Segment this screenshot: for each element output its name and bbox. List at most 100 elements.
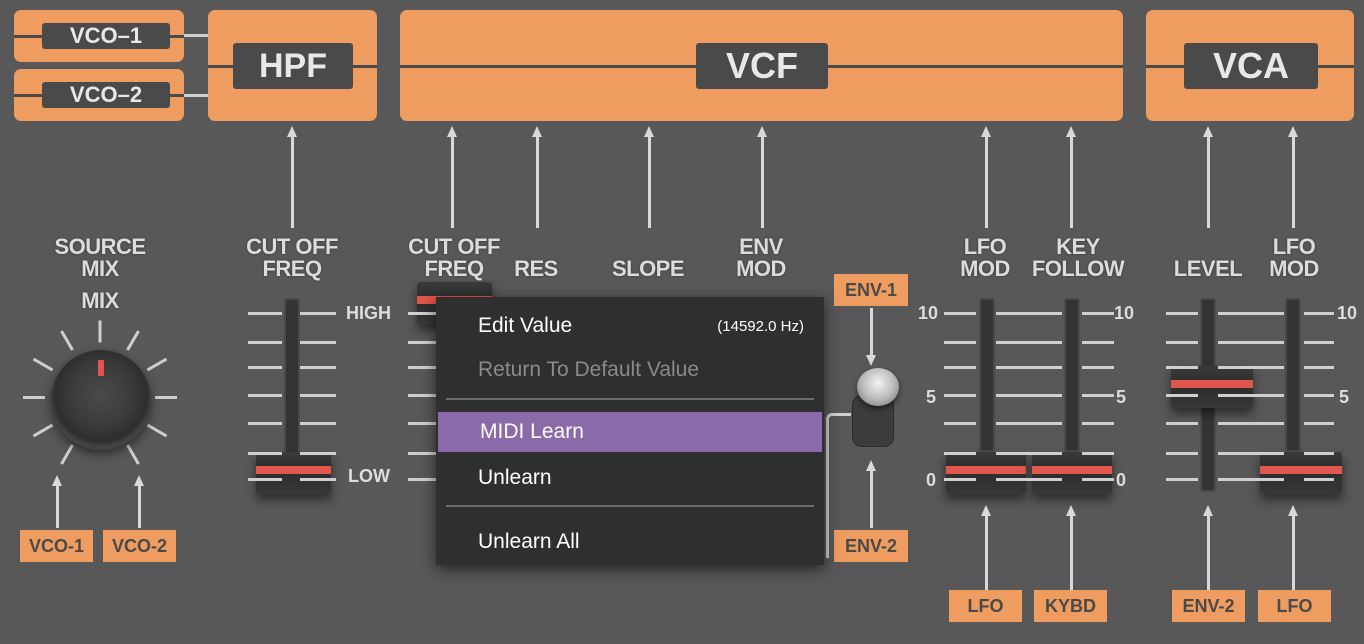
menu-item-label: MIDI Learn (480, 420, 584, 443)
scale-tick (1166, 422, 1198, 425)
source-vco2-badge: VCO-2 (103, 530, 176, 562)
scale-tick (996, 312, 1062, 315)
scale-tick (1166, 394, 1198, 397)
vcf-tag: VCF (696, 43, 828, 89)
vcf-res-label: RES (514, 256, 558, 281)
scale-tick (408, 422, 436, 425)
scale-tick (408, 478, 436, 481)
vca-level-slider[interactable] (1171, 366, 1253, 408)
vcf-key-follow-slider[interactable] (1032, 452, 1112, 494)
scale-tick (1218, 452, 1284, 455)
scale-tick (996, 341, 1062, 344)
context-menu: Edit Value (14592.0 Hz) Return To Defaul… (436, 297, 824, 565)
menu-item-label: Unlearn (478, 466, 552, 489)
knob-indicator (98, 360, 104, 376)
scale-tick (1304, 394, 1334, 397)
arrow-up-icon (134, 475, 144, 528)
scale-tick (1082, 366, 1114, 369)
scale-tick (944, 422, 976, 425)
hpf-tag: HPF (233, 43, 353, 89)
knob-tick (32, 357, 54, 372)
scale-10-left: 10 (918, 303, 939, 323)
arrow-up-icon (981, 126, 991, 228)
scale-tick (1082, 478, 1114, 481)
menu-separator (446, 505, 814, 507)
arrow-up-icon (287, 126, 297, 228)
scale-tick (408, 366, 436, 369)
vcf-lfo-mod-slider[interactable] (946, 452, 1026, 494)
scale-tick (996, 452, 1062, 455)
arrow-up-icon (644, 126, 654, 228)
scale-tick (944, 366, 976, 369)
scale-tick (408, 394, 436, 397)
scale-tick (1082, 452, 1114, 455)
current-value: (14592.0 Hz) (717, 317, 804, 335)
env2-source-badge: ENV-2 (1172, 590, 1245, 622)
env1-badge: ENV-1 (834, 274, 908, 306)
scale-tick (248, 341, 282, 344)
vca-scale-5: 5 (1339, 387, 1350, 407)
vco1-tag: VCO–1 (42, 23, 170, 49)
menu-item-label: Unlearn All (478, 530, 580, 553)
scale-tick (248, 478, 282, 481)
scale-tick (1082, 394, 1114, 397)
menu-item-unlearn[interactable]: Unlearn (436, 458, 824, 498)
scale-tick (1082, 341, 1114, 344)
hpf-panel: HPF (208, 10, 377, 121)
scale-5-left: 5 (926, 387, 937, 407)
scale-tick (1166, 312, 1198, 315)
arrow-up-icon (1203, 505, 1213, 590)
scale-tick (1166, 452, 1198, 455)
scale-tick (300, 452, 336, 455)
scale-0-right: 0 (1116, 470, 1127, 490)
scale-tick (996, 478, 1062, 481)
kybd-source-badge: KYBD (1034, 590, 1107, 622)
vca-lfo-mod-slider[interactable] (1260, 452, 1342, 494)
vcf-lfo-mod-track (979, 298, 995, 452)
scale-tick (300, 478, 336, 481)
mix-knob-label: MIX (81, 288, 119, 313)
vcf-cutoff-label: CUT OFF FREQ (408, 234, 500, 281)
scale-10-right: 10 (1114, 303, 1135, 323)
scale-tick (944, 394, 976, 397)
arrow-up-icon (52, 475, 62, 528)
mix-knob[interactable] (51, 350, 151, 450)
scale-tick (248, 422, 282, 425)
env2-badge: ENV-2 (834, 530, 908, 562)
env-switch-toggle[interactable] (857, 368, 899, 406)
arrow-up-icon (1203, 126, 1213, 228)
scale-tick (300, 312, 336, 315)
menu-item-unlearn-all[interactable]: Unlearn All (436, 522, 824, 562)
vco1-connector (184, 34, 208, 37)
scale-tick (1166, 366, 1198, 369)
arrow-up-icon (1288, 505, 1298, 590)
menu-item-label: Return To Default Value (478, 358, 700, 381)
scale-tick (996, 422, 1062, 425)
hpf-cutoff-slider[interactable] (256, 452, 331, 494)
scale-tick (248, 452, 282, 455)
scale-tick (248, 366, 282, 369)
scale-tick (944, 452, 976, 455)
arrow-up-icon (981, 505, 991, 590)
scale-tick (944, 312, 976, 315)
arrow-up-icon (757, 126, 767, 228)
vcf-panel: VCF (400, 10, 1123, 121)
arrow-down-icon (866, 308, 876, 366)
menu-item-midi-learn[interactable]: MIDI Learn (438, 412, 822, 452)
knob-tick (146, 357, 168, 372)
vcf-key-follow-label: KEY FOLLOW (1031, 234, 1125, 281)
vca-lfo-mod-label: LFO MOD (1269, 234, 1319, 281)
vca-scale-10: 10 (1337, 303, 1358, 323)
scale-tick (944, 478, 976, 481)
scale-tick (1082, 312, 1114, 315)
scale-0-left: 0 (926, 470, 937, 490)
scale-tick (1304, 312, 1334, 315)
menu-item-return-default: Return To Default Value (436, 350, 824, 390)
knob-tick (23, 396, 45, 399)
menu-item-edit-value[interactable]: Edit Value (14592.0 Hz) (436, 306, 824, 346)
arrow-up-icon (866, 460, 876, 528)
arrow-up-icon (1066, 126, 1076, 228)
scale-tick (1218, 422, 1284, 425)
scale-tick (1304, 341, 1334, 344)
vca-level-label: LEVEL (1173, 256, 1243, 281)
